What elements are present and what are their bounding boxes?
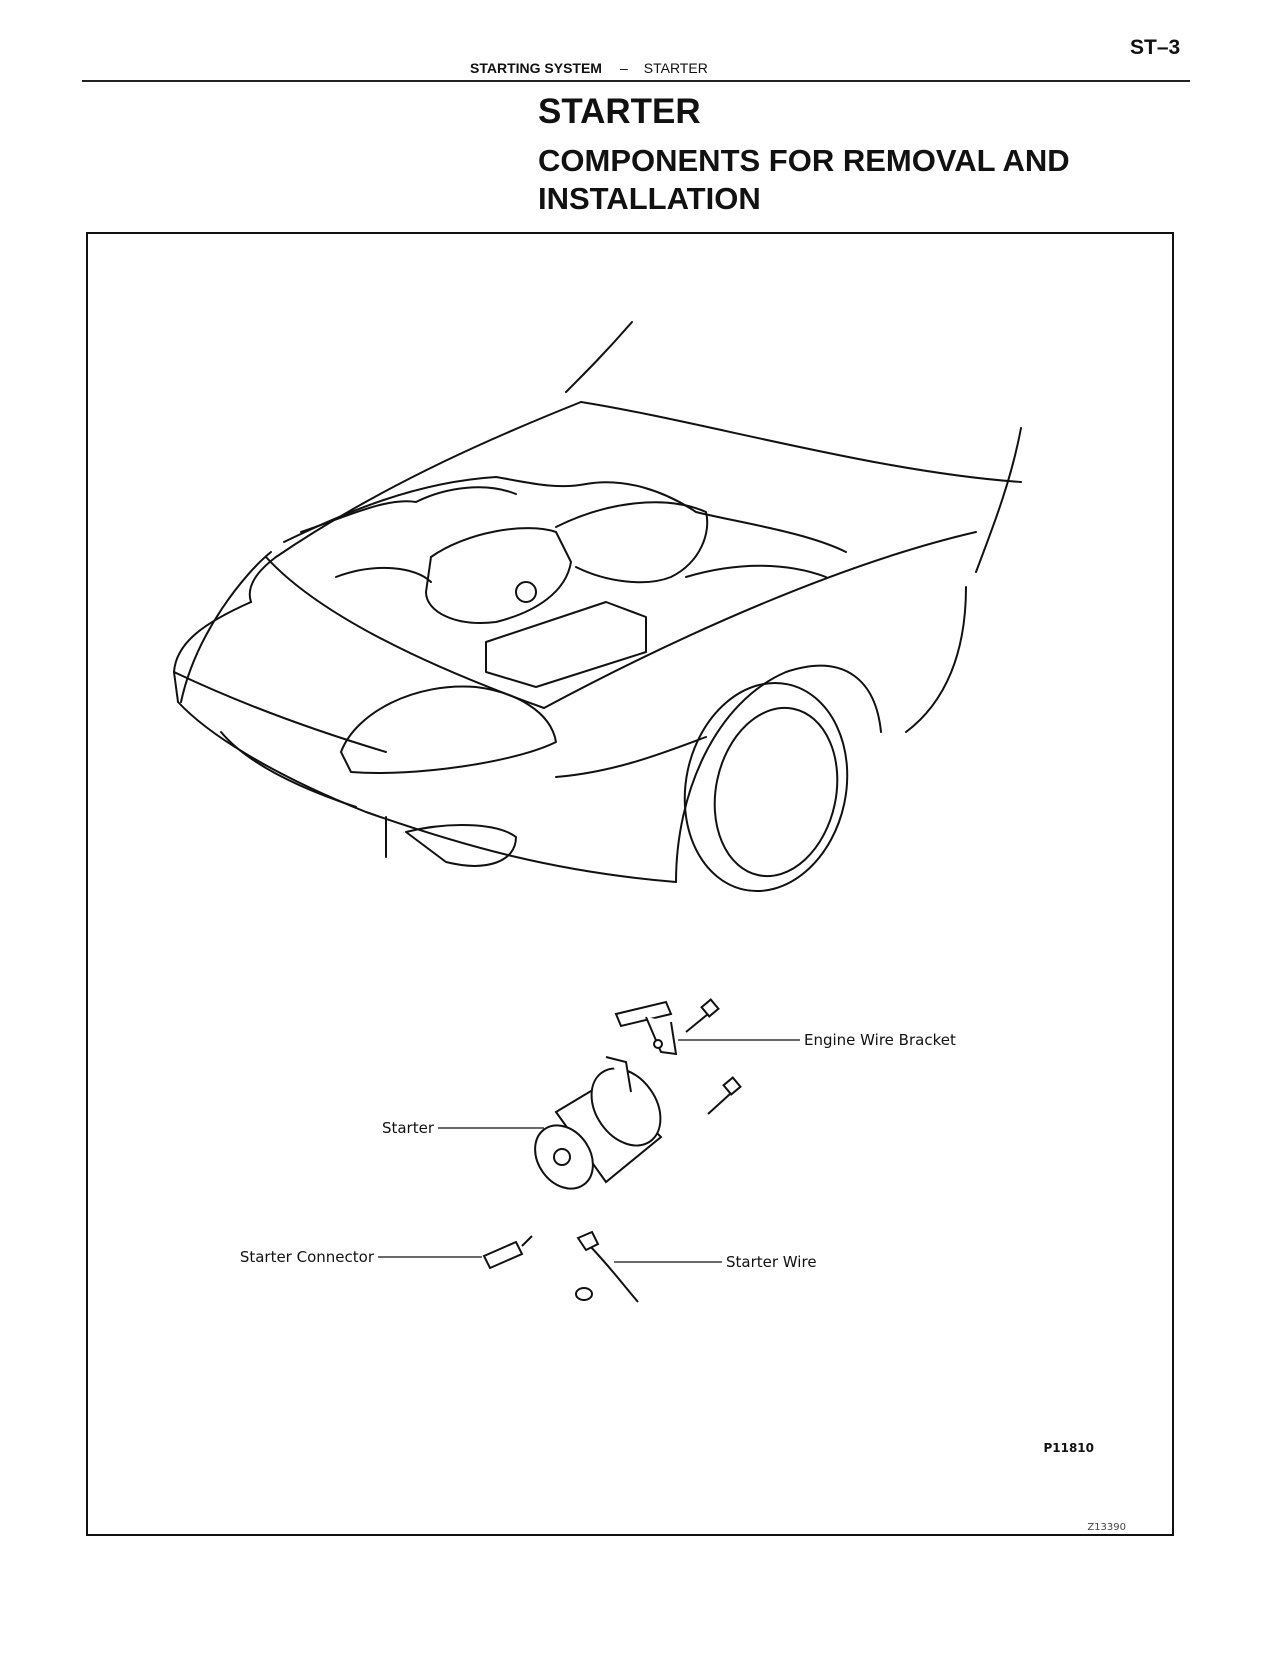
starter-solenoid — [590, 1067, 662, 1147]
label-starter: Starter — [382, 1119, 435, 1137]
bolt-head — [700, 998, 720, 1018]
fog-light — [405, 824, 517, 867]
header-rule — [82, 80, 1190, 82]
bracket-hole — [653, 1039, 663, 1049]
label-starter-connector: Starter Connector — [240, 1248, 375, 1266]
starter-bolt — [707, 1076, 742, 1115]
bumper-line — [173, 671, 387, 753]
bracket-body — [645, 1016, 678, 1056]
starter-part — [534, 1056, 663, 1190]
wire-harness-section — [614, 1000, 673, 1028]
label-engine-wire-bracket: Engine Wire Bracket — [804, 1031, 956, 1049]
bracket-bolt — [685, 998, 720, 1033]
header-section: STARTING SYSTEM — [470, 60, 602, 76]
front-wheel-rim — [713, 706, 839, 878]
figure-code: P11810 — [1043, 1441, 1094, 1455]
engine-cover-line — [300, 486, 517, 533]
label-starter-wire: Starter Wire — [726, 1253, 817, 1271]
terminal-nut — [575, 1287, 593, 1301]
bolt-head — [722, 1076, 742, 1096]
starter-pinion — [553, 1148, 571, 1166]
battery-box — [485, 601, 647, 688]
engine-bay-outline — [283, 476, 847, 553]
page-title: STARTER — [538, 92, 701, 131]
bolt-shank — [685, 1013, 709, 1033]
engine-intake — [555, 501, 709, 584]
fender-line — [555, 736, 707, 778]
engine-air-box — [425, 527, 572, 624]
bolt-shank — [707, 1093, 731, 1115]
starter-wire-part — [575, 1230, 639, 1303]
illustration-svg: Engine Wire Bracket Starter Starter Conn… — [86, 232, 1174, 1536]
front-wheel — [683, 681, 849, 893]
car-drawing — [173, 321, 1022, 893]
strut-tower-right — [685, 564, 827, 578]
wire-cable — [585, 1241, 639, 1303]
hood-front-edge — [248, 401, 582, 603]
oil-cap — [515, 581, 537, 603]
front-fascia — [173, 601, 677, 883]
starter-connector-part — [482, 1235, 533, 1270]
leader-lines — [378, 1039, 800, 1263]
header-separator: – — [619, 60, 628, 76]
header-topic: STARTER — [643, 60, 708, 76]
lower-bumper-line — [220, 731, 357, 808]
running-header: STARTING SYSTEM –STARTER — [470, 60, 708, 76]
hood-left-edge — [265, 556, 545, 709]
windshield-edge — [565, 321, 633, 393]
engine-wire-bracket-part — [614, 1000, 678, 1056]
component-illustration: Engine Wire Bracket Starter Starter Conn… — [86, 232, 1174, 1536]
wheel-arch — [675, 664, 882, 883]
page-number: ST–3 — [1130, 36, 1181, 59]
figure-border — [86, 232, 1174, 1536]
starter-mount-ear — [605, 1056, 632, 1093]
hood-right-edge — [543, 531, 977, 709]
left-headlight-edge — [180, 551, 272, 703]
door-line — [905, 586, 967, 733]
a-pillar — [975, 427, 1022, 573]
strut-tower-left — [335, 567, 432, 583]
connector-tab — [521, 1235, 533, 1247]
page-subtitle: COMPONENTS FOR REMOVAL AND INSTALLATION — [538, 143, 1070, 216]
headlight — [340, 685, 557, 774]
figure-stamp: Z13390 — [1087, 1522, 1126, 1533]
wire-terminal — [576, 1230, 600, 1252]
connector-body — [482, 1240, 524, 1270]
hood-rear-edge — [580, 401, 1022, 483]
